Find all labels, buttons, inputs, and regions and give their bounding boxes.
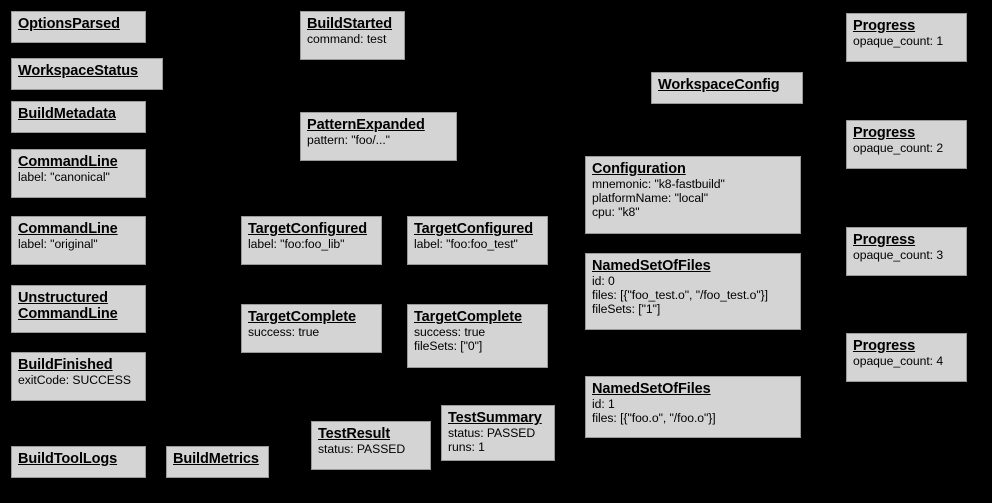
node-title: Configuration: [592, 161, 686, 177]
node-title: PatternExpanded: [307, 117, 425, 133]
node-title: NamedSetOfFiles: [592, 258, 711, 274]
node-field: label: "foo:foo_test": [414, 237, 518, 252]
node-field: id: 1: [592, 397, 615, 412]
node-field: runs: 1: [448, 439, 485, 454]
node-title: TargetComplete: [248, 309, 356, 325]
node-fields: label: "original": [18, 238, 139, 252]
node-workspace-config[interactable]: WorkspaceConfig: [651, 72, 803, 104]
node-title: NamedSetOfFiles: [592, 381, 711, 397]
node-field: opaque_count: 2: [853, 141, 944, 156]
node-field: mnemonic: "k8-fastbuild": [592, 177, 725, 192]
node-field: command: test: [307, 32, 387, 47]
node-options-parsed[interactable]: OptionsParsed: [11, 11, 146, 43]
node-field: opaque_count: 4: [853, 354, 944, 369]
node-field: fileSets: ["0"]: [414, 338, 483, 353]
node-fields: exitCode: SUCCESS: [18, 374, 139, 388]
node-title: TestResult: [318, 426, 391, 442]
node-field: fileSets: ["1"]: [592, 301, 661, 316]
node-title: TargetComplete: [414, 309, 522, 325]
node-title: BuildFinished: [18, 357, 113, 373]
node-field: pattern: "foo/...": [307, 133, 390, 148]
node-field: status: PASSED: [318, 442, 406, 457]
node-fields: label: "canonical": [18, 171, 139, 185]
node-field: opaque_count: 3: [853, 248, 944, 263]
node-fields: opaque_count: 1: [853, 35, 960, 49]
node-field: success: true: [248, 325, 320, 340]
node-field: label: "original": [18, 237, 98, 252]
node-workspace-status[interactable]: WorkspaceStatus: [11, 58, 163, 90]
node-fields: status: PASSED: [318, 443, 424, 457]
node-field: platformName: "local": [592, 190, 708, 205]
node-field: files: [{"foo.o", "/foo.o"}]: [592, 410, 716, 425]
node-build-tool-logs[interactable]: BuildToolLogs: [11, 446, 146, 478]
node-fields: success: true: [248, 326, 375, 340]
node-build-metadata[interactable]: BuildMetadata: [11, 101, 146, 133]
node-title: Progress: [853, 125, 916, 141]
node-title: TestSummary: [448, 410, 542, 426]
node-fields: pattern: "foo/...": [307, 134, 450, 148]
node-title: WorkspaceStatus: [18, 63, 138, 79]
node-title: Progress: [853, 232, 916, 248]
node-field: label: "canonical": [18, 170, 110, 185]
node-fields: opaque_count: 4: [853, 355, 960, 369]
node-field: cpu: "k8": [592, 204, 640, 219]
node-field: exitCode: SUCCESS: [18, 373, 131, 388]
node-fields: mnemonic: "k8-fastbuild"platformName: "l…: [592, 178, 794, 219]
node-fields: command: test: [307, 33, 398, 47]
node-title: CommandLine: [18, 221, 118, 237]
node-title: WorkspaceConfig: [658, 77, 780, 93]
node-field: success: true: [414, 325, 486, 340]
node-build-metrics[interactable]: BuildMetrics: [166, 446, 269, 478]
node-title: BuildStarted: [307, 16, 393, 32]
node-title: BuildMetadata: [18, 106, 116, 122]
node-fields: opaque_count: 2: [853, 142, 960, 156]
node-fields: label: "foo:foo_lib": [248, 238, 375, 252]
node-title: Unstructured CommandLine: [18, 290, 118, 323]
node-fields: opaque_count: 3: [853, 249, 960, 263]
node-title: CommandLine: [18, 154, 118, 170]
node-fields: label: "foo:foo_test": [414, 238, 541, 252]
node-field: files: [{"foo_test.o", "/foo_test.o"}]: [592, 287, 768, 302]
node-title: BuildToolLogs: [18, 451, 118, 467]
node-title: Progress: [853, 18, 916, 34]
node-title: TargetConfigured: [248, 221, 367, 237]
node-field: opaque_count: 1: [853, 34, 944, 49]
node-title: TargetConfigured: [414, 221, 533, 237]
node-field: label: "foo:foo_lib": [248, 237, 345, 252]
node-title: Progress: [853, 338, 916, 354]
node-title: BuildMetrics: [173, 451, 259, 467]
node-field: status: PASSED: [448, 426, 536, 441]
node-title: OptionsParsed: [18, 16, 120, 32]
node-unstructured-command-line[interactable]: Unstructured CommandLine: [11, 285, 146, 333]
node-field: id: 0: [592, 274, 615, 289]
